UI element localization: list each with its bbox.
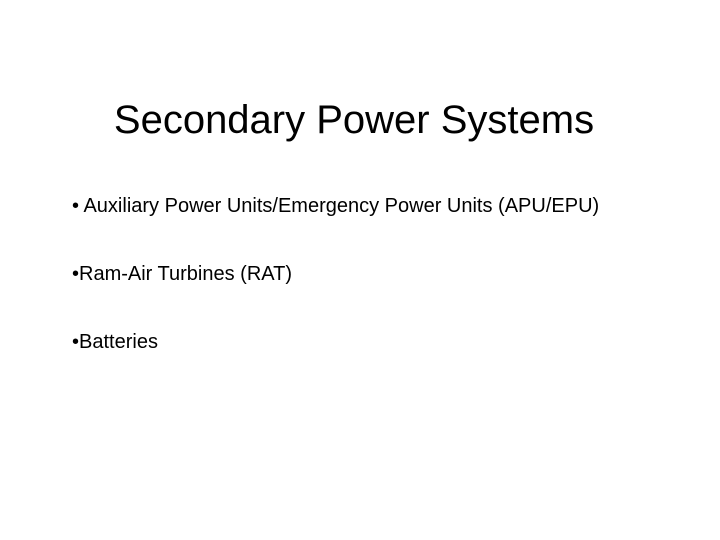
bullet-text: Ram-Air Turbines (RAT): [79, 263, 293, 285]
slide-title: Secondary Power Systems: [113, 98, 595, 142]
bullet-list: • Auxiliary Power Units/Emergency Power …: [72, 192, 632, 396]
bullet-icon: •: [72, 263, 80, 285]
bullet-text: Batteries: [79, 331, 158, 353]
bullet-icon: •: [72, 331, 80, 353]
bullet-icon: •: [72, 195, 80, 217]
bullet-text: Auxiliary Power Units/Emergency Power Un…: [79, 195, 600, 217]
bullet-item-apu-epu: • Auxiliary Power Units/Emergency Power …: [72, 192, 632, 220]
bullet-item-rat: •Ram-Air Turbines (RAT): [72, 260, 632, 288]
bullet-item-batteries: •Batteries: [72, 328, 632, 356]
